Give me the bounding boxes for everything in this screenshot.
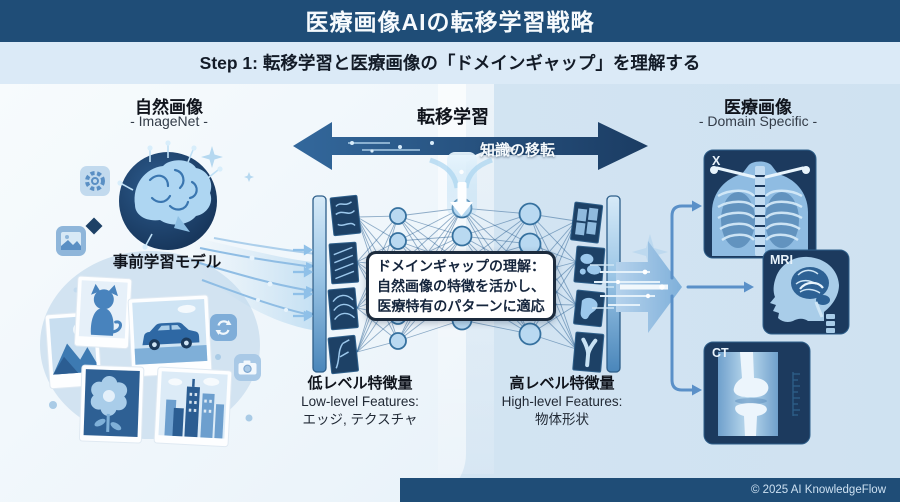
network-output-layer [570,195,621,373]
high-level-title: 高レベル特徴量 [509,375,615,392]
sparkle-icon [244,172,254,182]
low-level-features-label: 低レベル特徴量 Low-level Features: エッジ, テクスチャ [250,374,470,429]
low-level-subtitle: Low-level Features: [301,394,419,409]
down-arrow [429,152,493,216]
transfer-learning-heading: 転移学習 [417,107,489,127]
photo-card-flower [78,364,145,444]
gap-line-3: 医療特有のパターンに適応 [377,298,545,314]
network-input-layer [293,194,362,375]
low-level-title: 低レベル特徴量 [307,375,413,392]
copyright-notice: © 2025 AI KnowledgeFlow [750,484,886,496]
ct-card [703,341,811,445]
xray-card [703,149,817,259]
mri-card [762,249,850,335]
step-heading: Step 1: 転移学習と医療画像の「ドメインギャップ」を理解する [0,42,900,84]
natural-images-heading: 自然画像 [135,98,203,117]
feature-tile-edges [327,194,362,375]
page-title: 医療画像AIの転移学習戦略 [0,0,900,42]
camera-icon [234,354,261,381]
dot-decoration [245,414,253,422]
high-level-subtitle: High-level Features: [501,394,623,409]
medical-images-heading: 医療画像 [724,98,792,117]
sparkle-icon [201,146,223,168]
gear-icon [80,166,110,196]
high-level-detail: 物体形状 [535,412,589,427]
image-icon [56,226,86,256]
gap-line-2: 自然画像の特徴を活かし、 [377,278,545,294]
dot-decoration [49,401,57,409]
knowledge-transfer-label: 知識の移転 [480,142,556,159]
natural-images-subheading: - ImageNet - [130,113,208,129]
medical-images-subheading: - Domain Specific - [698,113,818,129]
photo-card-cat [73,275,133,350]
brain-icon [117,140,223,250]
ct-modality-label: CT [712,346,729,360]
mri-modality-label: MRI [770,253,793,267]
footer-bar [400,478,900,502]
diamond-icon [85,217,103,235]
photo-card-car [127,294,213,378]
photo-card-city [153,366,233,448]
connector-arrowheads [692,200,754,396]
xray-modality-label: X [712,154,721,168]
domain-gap-callout: ドメインギャップの理解： 自然画像の特徴を活かし、 医療特有のパターンに適応 [366,251,556,321]
feature-tile-shapes [570,201,606,373]
gap-line-1: ドメインギャップの理解： [377,258,545,274]
low-level-detail: エッジ, テクスチャ [302,412,418,427]
dot-decoration [215,354,221,360]
modality-connectors [670,204,746,392]
pretrained-model-label: 事前学習モデル [112,254,222,271]
high-level-features-label: 高レベル特徴量 High-level Features: 物体形状 [452,374,672,429]
output-arrow [584,234,682,333]
sync-icon [210,314,237,341]
